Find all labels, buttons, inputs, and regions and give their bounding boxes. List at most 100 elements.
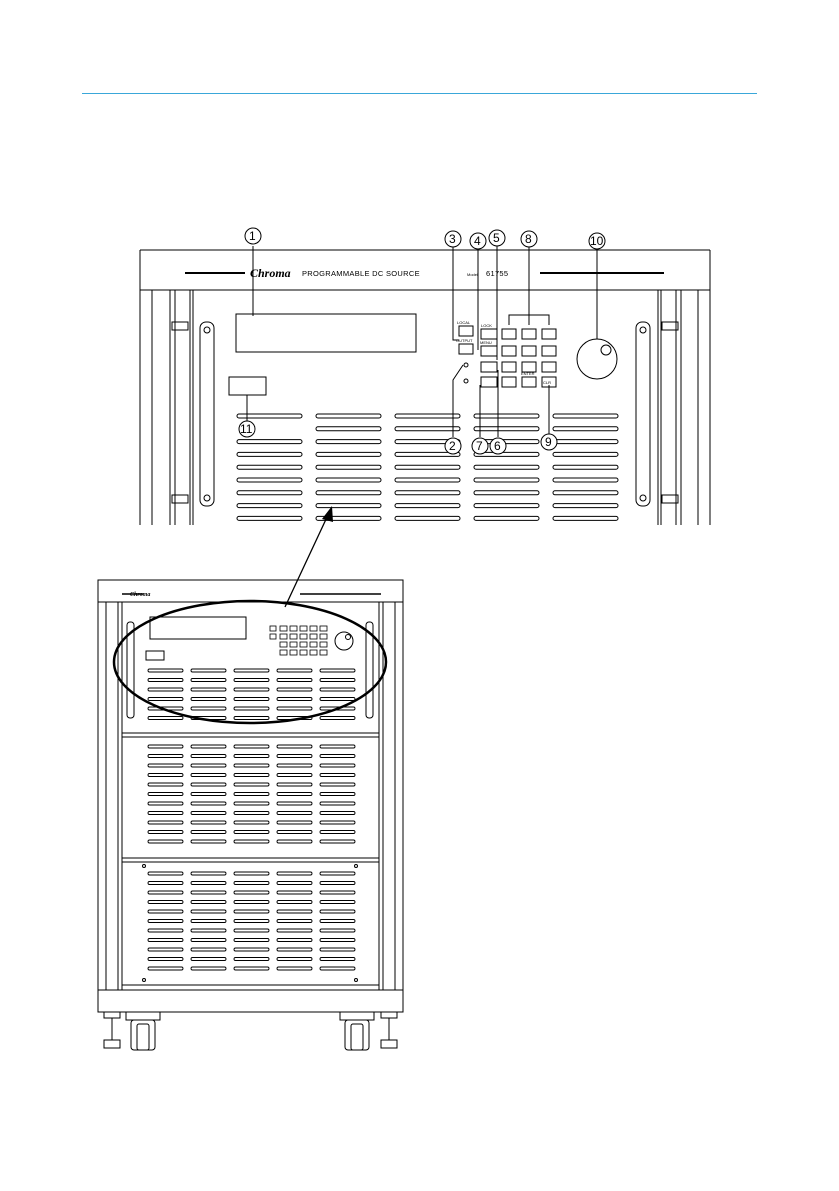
vent-slot (148, 958, 183, 961)
mini-key (280, 626, 287, 631)
vent-slot (148, 840, 183, 843)
vent-slot (277, 891, 312, 894)
vent-slot (191, 688, 226, 691)
vent-slot (474, 465, 539, 469)
vent-slot (191, 840, 226, 843)
vent-slot (148, 967, 183, 970)
vent-slot (316, 440, 381, 444)
key-label-clear: CLR (543, 380, 551, 385)
vent-slot (237, 516, 302, 520)
vent-slot (277, 698, 312, 701)
vent-slot (191, 901, 226, 904)
vent-slot (148, 812, 183, 815)
vent-slot (148, 901, 183, 904)
vent-slot (277, 688, 312, 691)
vent-slot (320, 882, 355, 885)
mini-key (300, 634, 307, 639)
vent-slot (148, 745, 183, 748)
vent-slot (277, 755, 312, 758)
vent-slot (277, 967, 312, 970)
vent-slot (237, 491, 302, 495)
vent-slot (234, 698, 269, 701)
key-label-menu: MENU (480, 340, 492, 345)
mini-key (320, 634, 327, 639)
mini-keypad (270, 626, 327, 655)
vent-slot (316, 452, 381, 456)
vent-slot (234, 774, 269, 777)
vent-slot (191, 967, 226, 970)
vent-slot (395, 491, 460, 495)
vent-slot (320, 901, 355, 904)
vent-slot (277, 920, 312, 923)
mini-key (320, 626, 327, 631)
vent-slot (474, 516, 539, 520)
vent-slot (320, 802, 355, 805)
vent-slot (191, 745, 226, 748)
vent-slot (320, 688, 355, 691)
mini-key (320, 642, 327, 647)
callout-4: 4 (474, 234, 481, 248)
vent-slot (191, 920, 226, 923)
vent-slot (320, 679, 355, 682)
vent-slot (191, 774, 226, 777)
vent-slot (234, 939, 269, 942)
vent-slot (395, 465, 460, 469)
vent-slot (320, 920, 355, 923)
vent-slot (320, 891, 355, 894)
vent-slot (191, 669, 226, 672)
vent-slot (148, 920, 183, 923)
vent-slot (553, 516, 618, 520)
vent-slot (234, 958, 269, 961)
vent-slot (191, 831, 226, 834)
model-number: 61755 (486, 269, 508, 278)
vent-slot (234, 669, 269, 672)
vent-slot (320, 793, 355, 796)
vent-slot (553, 440, 618, 444)
vent-slot (148, 910, 183, 913)
vent-slot (316, 491, 381, 495)
vent-slot (191, 939, 226, 942)
key-label-output: OUTPUT (456, 338, 473, 343)
vent-slot (234, 755, 269, 758)
mini-key (290, 650, 297, 655)
mini-key (290, 642, 297, 647)
vent-slot (191, 948, 226, 951)
vent-slot (320, 717, 355, 720)
brand-logo: Chroma (250, 266, 291, 280)
vent-slot (234, 872, 269, 875)
vent-slot (148, 939, 183, 942)
vent-slot (234, 967, 269, 970)
vent-slot (234, 882, 269, 885)
vent-slot (277, 901, 312, 904)
mini-key (280, 650, 287, 655)
vent-slot (277, 679, 312, 682)
vent-slot (553, 465, 618, 469)
mini-key (300, 626, 307, 631)
mini-key (310, 626, 317, 631)
vent-slot (237, 440, 302, 444)
vent-slot (395, 516, 460, 520)
vent-slot (148, 755, 183, 758)
vent-slot (237, 452, 302, 456)
vent-slot (148, 764, 183, 767)
vent-slot (320, 698, 355, 701)
vent-slot (191, 958, 226, 961)
vent-slot (234, 745, 269, 748)
vent-slot (191, 929, 226, 932)
vent-slot (191, 812, 226, 815)
vent-slot (277, 764, 312, 767)
vent-slot (320, 910, 355, 913)
vent-slot (148, 821, 183, 824)
vent-slot (277, 669, 312, 672)
callouts (239, 228, 605, 454)
vent-slot (191, 755, 226, 758)
mini-function-key (270, 634, 276, 639)
vent-slot (320, 939, 355, 942)
callout-2: 2 (449, 439, 456, 453)
vent-slot (234, 812, 269, 815)
mini-key (310, 642, 317, 647)
vent-slot (234, 840, 269, 843)
vent-slot (191, 891, 226, 894)
vent-slot (191, 679, 226, 682)
vent-slot (553, 427, 618, 431)
